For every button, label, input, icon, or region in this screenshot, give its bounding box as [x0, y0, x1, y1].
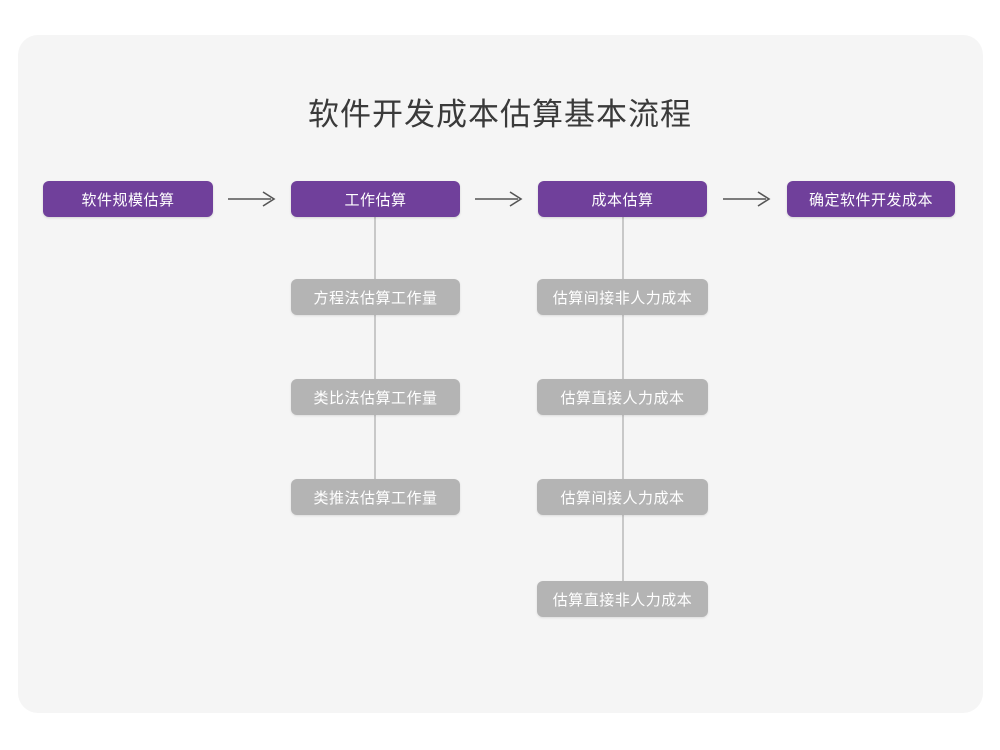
flow-node-determine-development-cost[interactable]: 确定软件开发成本: [787, 181, 955, 217]
arrow-right-icon-svg: [723, 191, 771, 207]
connector-line-col2-seg4: [622, 513, 624, 581]
branch-node-label: 估算直接人力成本: [560, 389, 685, 407]
branch-node-direct-nonlabor-cost[interactable]: 估算直接非人力成本: [537, 581, 708, 617]
branch-node-analogue-method-effort[interactable]: 类推法估算工作量: [291, 479, 460, 515]
branch-node-label: 估算间接人力成本: [560, 489, 685, 507]
connector-line-col2-seg1: [622, 217, 624, 281]
connector-line-col2-seg2: [622, 313, 624, 381]
branch-node-label: 类推法估算工作量: [313, 489, 438, 507]
branch-node-label: 估算直接非人力成本: [552, 591, 693, 609]
branch-node-label: 方程法估算工作量: [313, 289, 438, 307]
arrow-right-icon: [722, 189, 774, 209]
flow-node-label: 成本估算: [591, 191, 654, 209]
branch-node-label: 估算间接非人力成本: [552, 289, 693, 307]
branch-node-label: 类比法估算工作量: [313, 389, 438, 407]
branch-node-direct-labor-cost[interactable]: 估算直接人力成本: [537, 379, 708, 415]
branch-node-indirect-labor-cost[interactable]: 估算间接人力成本: [537, 479, 708, 515]
branch-node-indirect-nonlabor-cost[interactable]: 估算间接非人力成本: [537, 279, 708, 315]
connector-line-col1-seg3: [374, 413, 376, 481]
arrow-right-icon-svg: [228, 191, 276, 207]
page-title: 软件开发成本估算基本流程: [308, 97, 692, 132]
connector-line-col1-seg2: [374, 313, 376, 381]
flow-node-label: 确定软件开发成本: [808, 191, 933, 209]
flow-node-cost-estimation[interactable]: 成本估算: [538, 181, 707, 217]
branch-node-equation-method-effort[interactable]: 方程法估算工作量: [291, 279, 460, 315]
flow-node-software-scale-estimation[interactable]: 软件规模估算: [43, 181, 213, 217]
connector-line-col2-seg3: [622, 413, 624, 481]
flow-node-work-estimation[interactable]: 工作估算: [291, 181, 460, 217]
arrow-right-icon: [227, 189, 279, 209]
arrow-right-icon-svg: [475, 191, 523, 207]
branch-node-analogy-method-effort[interactable]: 类比法估算工作量: [291, 379, 460, 415]
connector-line-col1-seg1: [374, 217, 376, 281]
diagram-card: [18, 35, 983, 713]
flow-node-label: 工作估算: [344, 191, 407, 209]
flow-node-label: 软件规模估算: [81, 191, 175, 209]
arrow-right-icon: [474, 189, 526, 209]
